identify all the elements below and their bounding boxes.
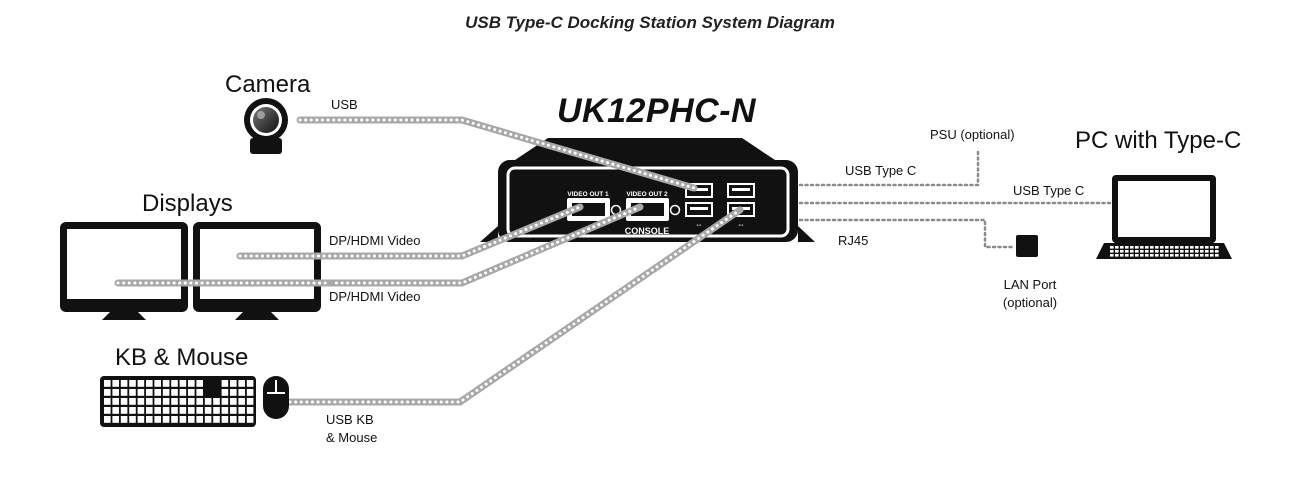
lan-port-label-line1: LAN Port: [1003, 277, 1057, 292]
usb-type-c-psu-label: USB Type C: [845, 163, 917, 178]
dp-hdmi-label-2: DP/HDMI Video: [329, 289, 421, 304]
psu-label: PSU (optional): [930, 127, 1015, 142]
device-model: UK12PHC-N: [557, 92, 757, 130]
laptop-icon: [1096, 175, 1232, 259]
usb-symbol-icon: ⇔: [695, 220, 703, 229]
pc-label: PC with Type-C: [1075, 127, 1242, 154]
camera-icon: [244, 98, 288, 154]
monitor-icon: [193, 222, 321, 320]
console-label: CONSOLE: [625, 226, 670, 236]
displays-label: Displays: [142, 190, 233, 217]
dp-hdmi-label-1: DP/HDMI Video: [329, 233, 421, 248]
monitor-icon: [60, 222, 188, 320]
kb-mouse-label: KB & Mouse: [115, 344, 249, 371]
mouse-icon: [263, 376, 289, 419]
keyboard-icon: [100, 376, 256, 427]
video-out-2-port: [626, 198, 681, 221]
lan-port-label-line2: (optional): [1002, 295, 1058, 310]
video-out-2-label: VIDEO OUT 2: [626, 191, 668, 198]
usb-kb-label-line2: & Mouse: [326, 430, 378, 445]
lan-port-icon: [1016, 235, 1038, 257]
camera-label: Camera: [225, 71, 311, 98]
video-out-1-port: [567, 198, 622, 221]
usb-symbol-icon: ⇔: [737, 220, 745, 229]
video-out-1-label: VIDEO OUT 1: [567, 191, 609, 198]
diagram-title: USB Type-C Docking Station System Diagra…: [465, 13, 835, 32]
usb-kb-label-line1: USB KB: [326, 412, 374, 427]
thin-connections: [798, 148, 1114, 249]
usb-label: USB: [331, 97, 358, 112]
usb-type-c-pc-label: USB Type C: [1013, 183, 1085, 198]
usb-ports: [685, 183, 755, 217]
rj45-label: RJ45: [838, 233, 869, 248]
